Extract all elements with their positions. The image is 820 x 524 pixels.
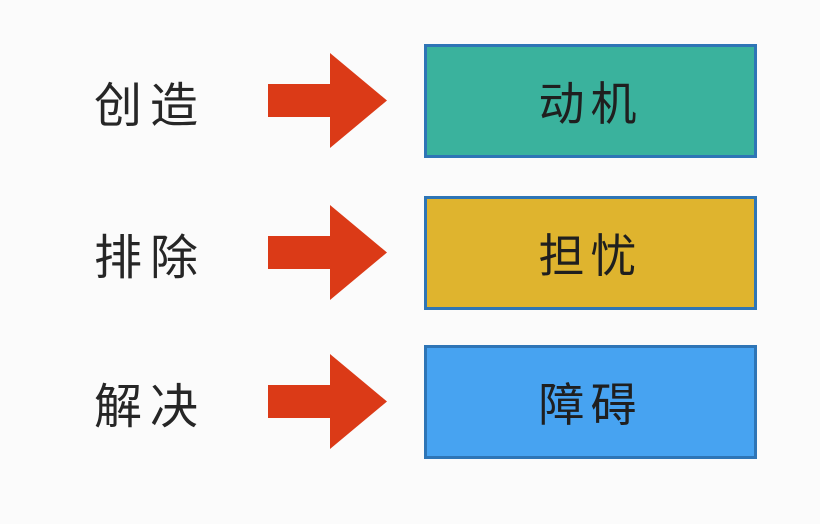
row-label: 排除 [93, 231, 206, 285]
result-box: 障碍 [424, 344, 757, 459]
right-arrow-icon [268, 354, 387, 449]
right-arrow-icon [268, 205, 387, 300]
result-box: 动机 [424, 43, 757, 158]
row-label: 创造 [93, 79, 206, 133]
diagram-row: 解决 障碍 [0, 344, 820, 459]
diagram-row: 创造 动机 [0, 43, 820, 158]
box-label: 障碍 [538, 378, 643, 431]
box-label: 担忧 [538, 229, 643, 282]
diagram-row: 排除 担忧 [0, 195, 820, 310]
right-arrow-shape [268, 53, 387, 148]
result-box: 担忧 [424, 195, 757, 310]
right-arrow-icon [268, 53, 387, 148]
row-label: 解决 [93, 380, 206, 434]
right-arrow-shape [268, 354, 387, 449]
right-arrow-shape [268, 205, 387, 300]
box-label: 动机 [538, 77, 643, 130]
